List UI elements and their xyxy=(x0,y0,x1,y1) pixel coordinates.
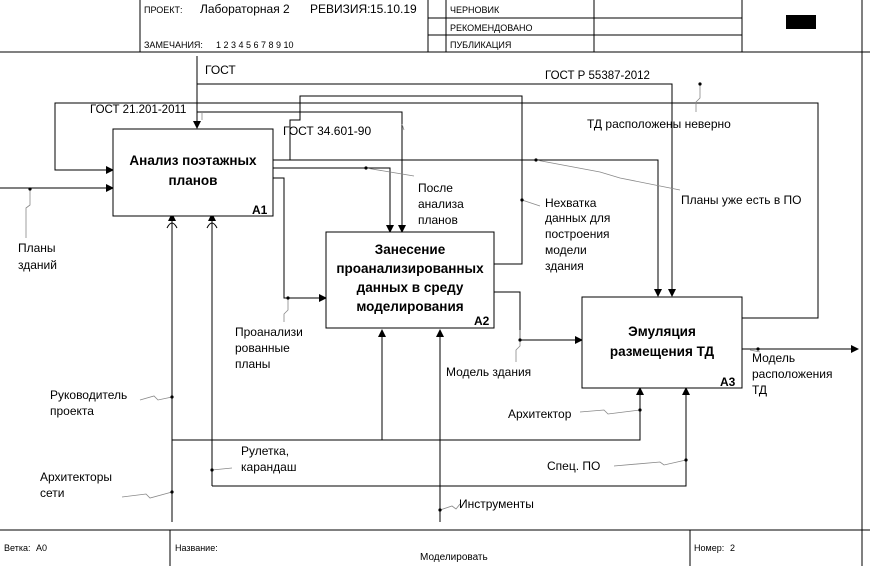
node-value: A0 xyxy=(36,543,47,553)
label-building-model: Модель здания xyxy=(446,365,531,379)
label-gost-r: ГОСТ Р 55387-2012 xyxy=(545,70,650,82)
node-label: Ветка: xyxy=(4,543,30,553)
project-value: Лабораторная 2 xyxy=(200,2,290,16)
label-after-analysis-2: анализа xyxy=(418,197,464,211)
box-a3-title-2: размещения ТД xyxy=(610,344,715,359)
box-a1-number: A1 xyxy=(252,203,268,217)
box-a2-number: A2 xyxy=(474,314,490,328)
label-analyzed-plans-1: Проанализи xyxy=(235,325,303,339)
label-missing-data-4: модели xyxy=(545,243,587,257)
status-draft: ЧЕРНОВИК xyxy=(450,5,500,15)
label-manager-2: проекта xyxy=(50,404,94,418)
label-manager-1: Руководитель xyxy=(50,388,127,402)
revision-label: РЕВИЗИЯ: xyxy=(310,2,371,16)
diagram-title: Моделировать xyxy=(420,552,488,563)
status-marker xyxy=(786,15,816,29)
label-net-architects-2: сети xyxy=(40,486,64,500)
status-publication: ПУБЛИКАЦИЯ xyxy=(450,40,511,50)
arrow-feedback-a2-a1[interactable] xyxy=(273,95,523,265)
box-a3-title-1: Эмуляция xyxy=(628,324,696,339)
label-td-wrong: ТД расположены неверно xyxy=(587,117,731,131)
label-building-plans-2: зданий xyxy=(18,258,57,272)
label-after-analysis-3: планов xyxy=(418,213,458,227)
label-tape-1: Рулетка, xyxy=(241,444,289,458)
project-label: ПРОЕКТ: xyxy=(144,5,183,15)
label-placement-model-1: Модель xyxy=(752,351,795,365)
arrows xyxy=(0,56,859,522)
label-building-plans-1: Планы xyxy=(18,241,56,255)
label-tools: Инструменты xyxy=(459,497,534,511)
label-plans-exist: Планы уже есть в ПО xyxy=(681,193,801,207)
label-architect: Архитектор xyxy=(508,407,572,421)
box-a1-title-1: Анализ поэтажных xyxy=(129,153,257,168)
arrow-analyzed-plans[interactable] xyxy=(273,177,327,302)
label-net-architects-1: Архитекторы xyxy=(40,470,112,484)
box-a1-title-2: планов xyxy=(169,173,218,188)
status-recommended: РЕКОМЕНДОВАНО xyxy=(450,23,532,33)
junction-dots xyxy=(28,82,760,512)
label-gost: ГОСТ xyxy=(205,63,236,77)
arrow-plans-exist[interactable] xyxy=(273,159,662,297)
label-gost-34: ГОСТ 34.601-90 xyxy=(283,124,371,138)
label-analyzed-plans-2: рованные xyxy=(235,341,290,355)
box-a2[interactable]: Занесение проанализированных данных в ср… xyxy=(325,231,495,329)
number-label: Номер: xyxy=(694,543,724,553)
box-a3[interactable]: Эмуляция размещения ТД A3 xyxy=(581,296,743,389)
label-missing-data-2: данных для xyxy=(545,211,610,225)
notes-label: ЗАМЕЧАНИЯ: xyxy=(144,40,203,50)
tunnel-mark xyxy=(166,222,178,229)
box-a2-title-1: Занесение xyxy=(375,242,446,257)
label-missing-data-3: построения xyxy=(545,227,610,241)
arrow-after-analysis[interactable] xyxy=(273,167,394,233)
number-value: 2 xyxy=(730,543,735,553)
tunnel-mark xyxy=(206,222,218,229)
label-placement-model-3: ТД xyxy=(752,383,767,397)
arrow-architect-a3[interactable] xyxy=(382,387,644,441)
box-a2-title-3: данных в среду xyxy=(357,280,464,295)
box-a1[interactable]: Анализ поэтажных планов A1 xyxy=(112,128,274,217)
footer-frame xyxy=(0,52,870,566)
label-placement-model-2: расположения xyxy=(752,367,832,381)
label-special-software: Спец. ПО xyxy=(547,459,600,473)
arrow-building-model[interactable] xyxy=(494,291,583,344)
box-a2-title-4: моделирования xyxy=(356,299,463,314)
label-after-analysis-1: После xyxy=(418,181,453,195)
label-leaders xyxy=(25,84,761,511)
arrow-software-a3[interactable] xyxy=(212,387,690,487)
label-missing-data-1: Нехватка xyxy=(545,196,597,210)
arrow-gost-a2[interactable] xyxy=(197,111,406,233)
revision-value: 15.10.19 xyxy=(370,2,417,16)
label-missing-data-5: здания xyxy=(545,259,584,273)
box-a3-number: A3 xyxy=(720,375,736,389)
label-tape-2: карандаш xyxy=(241,460,296,474)
arrow-feedback-a3-a1[interactable] xyxy=(54,102,819,319)
label-gost-21: ГОСТ 21.201-2011 xyxy=(90,104,186,116)
arrow-gost-r-a3[interactable] xyxy=(197,83,676,297)
label-analyzed-plans-3: планы xyxy=(235,357,270,371)
notes-value: 1 2 3 4 5 6 7 8 9 10 xyxy=(216,40,294,50)
title-label: Название: xyxy=(175,543,218,553)
header-frame xyxy=(0,0,870,53)
box-a2-title-2: проанализированных xyxy=(336,261,484,276)
